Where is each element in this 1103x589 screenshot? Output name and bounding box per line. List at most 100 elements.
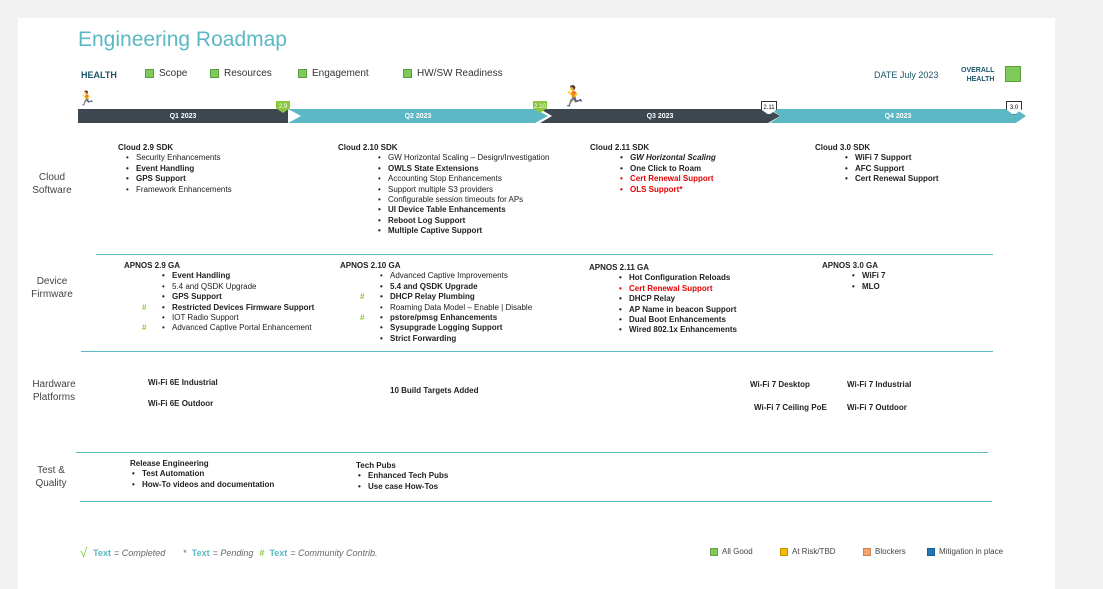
key-text-completed: Text <box>93 547 111 558</box>
row-divider <box>81 351 993 352</box>
release-engineering-block: Release Engineering Test Automation How-… <box>130 459 274 491</box>
health-item-label: Resources <box>224 68 272 79</box>
health-label: HEALTH <box>81 70 117 80</box>
list-item: Dual Boot Enhancements <box>619 315 737 326</box>
health-resources: Resources <box>210 68 272 79</box>
block-heading: APNOS 2.10 GA <box>340 261 401 270</box>
row-label-line: Platforms <box>32 392 76 403</box>
list-item: Support multiple S3 providers <box>378 185 549 196</box>
feature-list: GW Horizontal Scaling – Design/Investiga… <box>338 153 549 237</box>
feature-list: WiFi 7 Support AFC Support Cert Renewal … <box>815 153 939 185</box>
runner-start-icon: 🏃 <box>78 90 96 106</box>
list-item-text: DHCP Relay Plumbing <box>390 292 475 302</box>
list-item: Reboot Log Support <box>378 216 549 227</box>
milestone-flag: 2.11 <box>761 101 777 115</box>
health-item-label: Scope <box>159 68 188 79</box>
key-text-community: Text <box>269 547 288 558</box>
list-item: 5.4 and QSDK Upgrade <box>380 282 532 293</box>
row-label-line: Hardware <box>32 379 76 390</box>
status-swatch-icon <box>863 547 871 556</box>
quarter-label: Q3 2023 <box>646 112 674 120</box>
legend-blockers: Blockers <box>863 547 906 556</box>
feature-list: WiFi 7 MLO <box>822 271 885 292</box>
list-item: Sysupgrade Logging Support <box>380 323 532 334</box>
community-mark-icon: # <box>360 292 365 302</box>
feature-list: Security Enhancements Event Handling GPS… <box>118 153 232 195</box>
health-item-label: HW/SW Readiness <box>417 68 503 79</box>
list-item: GW Horizontal Scaling <box>620 153 716 164</box>
legend-at-risk: At Risk/TBD <box>780 547 836 556</box>
row-label-line: Firmware <box>31 289 73 300</box>
list-item: Accounting Stop Enhancements <box>378 174 549 185</box>
hardware-item: Wi-Fi 6E Industrial <box>148 378 218 387</box>
list-item: MLO <box>852 282 885 293</box>
list-item: #Restricted Devices Firmware Support <box>142 302 315 314</box>
block-heading: APNOS 3.0 GA <box>822 261 879 270</box>
feature-list: Advanced Captive Improvements 5.4 and QS… <box>340 271 532 344</box>
row-divider <box>80 501 992 502</box>
footer-key: √ Text = Completed * Text = Pending # Te… <box>80 545 378 560</box>
legend-label: Blockers <box>875 547 906 556</box>
milestone-label: 3.0 <box>1009 105 1019 111</box>
list-item: GPS Support <box>162 292 314 303</box>
list-item: Cert Renewal Support <box>620 174 716 185</box>
list-item: Event Handling <box>126 164 232 175</box>
milestone-label: 2.11 <box>763 105 775 111</box>
status-square-icon <box>403 69 412 78</box>
quarter-label: Q1 2023 <box>169 112 197 120</box>
block-heading: APNOS 2.11 GA <box>589 263 650 272</box>
status-square-icon <box>145 69 154 78</box>
block-heading: Tech Pubs <box>356 461 396 470</box>
legend-all-good: All Good <box>710 547 753 556</box>
quarter-label: Q4 2023 <box>884 112 912 120</box>
list-item: AP Name in beacon Support <box>619 305 737 316</box>
hardware-item: 10 Build Targets Added <box>390 386 479 395</box>
hardware-item: Wi-Fi 7 Ceiling PoE <box>754 403 827 412</box>
list-item: WiFi 7 Support <box>845 153 939 164</box>
quarter-q4: Q4 2023 <box>770 109 1026 123</box>
list-item: Cert Renewal Support <box>845 174 939 185</box>
quarter-q2: Q2 2023 <box>288 109 548 123</box>
key-community-label: = Community Contrib. <box>290 547 378 558</box>
list-item: Security Enhancements <box>126 153 232 164</box>
hardware-item: Wi-Fi 7 Desktop <box>750 380 810 389</box>
roadmap-slide: Engineering Roadmap HEALTH Scope Resourc… <box>18 18 1055 589</box>
health-hwsw-readiness: HW/SW Readiness <box>403 68 503 79</box>
list-item: Event Handling <box>162 271 314 282</box>
health-item-label: Engagement <box>312 68 369 79</box>
quarter-q3: Q3 2023 <box>540 109 780 123</box>
apnos-2-11-block: APNOS 2.11 GA Hot Configuration Reloads … <box>589 263 737 336</box>
cloud-2-9-block: Cloud 2.9 SDK Security Enhancements Even… <box>118 143 232 195</box>
list-item: OWLS State Extensions <box>378 164 549 175</box>
list-item: AFC Support <box>845 164 939 175</box>
block-heading: Release Engineering <box>130 459 209 468</box>
row-label-line: Software <box>32 185 72 196</box>
hardware-item: Wi-Fi 6E Outdoor <box>148 399 214 408</box>
feature-list: Hot Configuration Reloads Cert Renewal S… <box>589 273 737 336</box>
hardware-item: Wi-Fi 7 Industrial <box>847 380 912 389</box>
block-heading: Cloud 2.11 SDK <box>590 143 650 152</box>
cloud-3-0-block: Cloud 3.0 SDK WiFi 7 Support AFC Support… <box>815 143 939 185</box>
milestone-flag: 3.0 <box>1006 101 1022 115</box>
milestone-flag: 2.9 <box>276 101 290 113</box>
cloud-2-11-block: Cloud 2.11 SDK GW Horizontal Scaling One… <box>590 143 716 195</box>
health-scope: Scope <box>145 68 187 79</box>
block-heading: Cloud 2.10 SDK <box>338 143 398 152</box>
row-label-line: Device <box>36 276 68 287</box>
status-swatch-icon <box>710 547 718 556</box>
legend-label: At Risk/TBD <box>792 547 836 556</box>
status-swatch-icon <box>780 547 788 556</box>
row-label-quality: Test &Quality <box>22 464 80 490</box>
list-item: #Advanced Captive Portal Enhancement <box>142 323 314 334</box>
list-item: GPS Support <box>126 174 232 185</box>
cloud-2-10-block: Cloud 2.10 SDK GW Horizontal Scaling – D… <box>338 143 549 237</box>
list-item-text: Restricted Devices Firmware Support <box>172 302 315 312</box>
list-item: OLS Support* <box>620 185 716 196</box>
milestone-label: 2.9 <box>278 104 288 110</box>
quarter-q1: Q1 2023 <box>78 109 288 123</box>
apnos-2-9-block: APNOS 2.9 GA Event Handling 5.4 and QSDK… <box>124 261 314 334</box>
list-item: Configurable session timeouts for APs <box>378 195 549 206</box>
checkmark-icon: √ <box>80 545 88 560</box>
